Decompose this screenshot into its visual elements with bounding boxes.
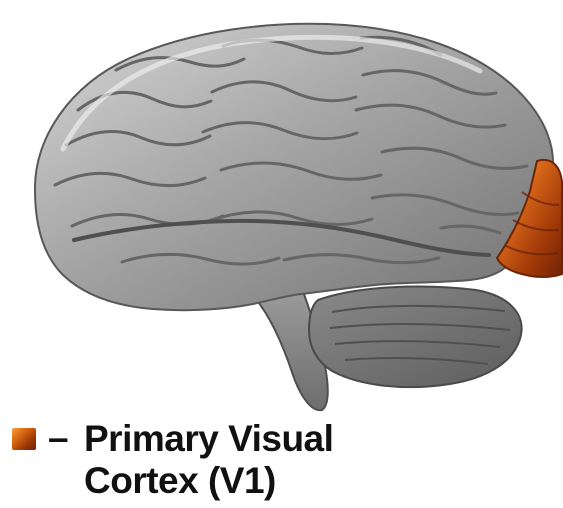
legend-dash: – — [48, 418, 69, 458]
legend: – Primary Visual Cortex (V1) — [8, 418, 428, 506]
legend-label-line-2: Cortex (V1) — [84, 460, 414, 502]
legend-label: Primary Visual Cortex (V1) — [84, 418, 414, 502]
legend-swatch — [12, 428, 36, 450]
cerebellum — [309, 287, 522, 388]
legend-label-line-1: Primary Visual — [84, 418, 414, 460]
